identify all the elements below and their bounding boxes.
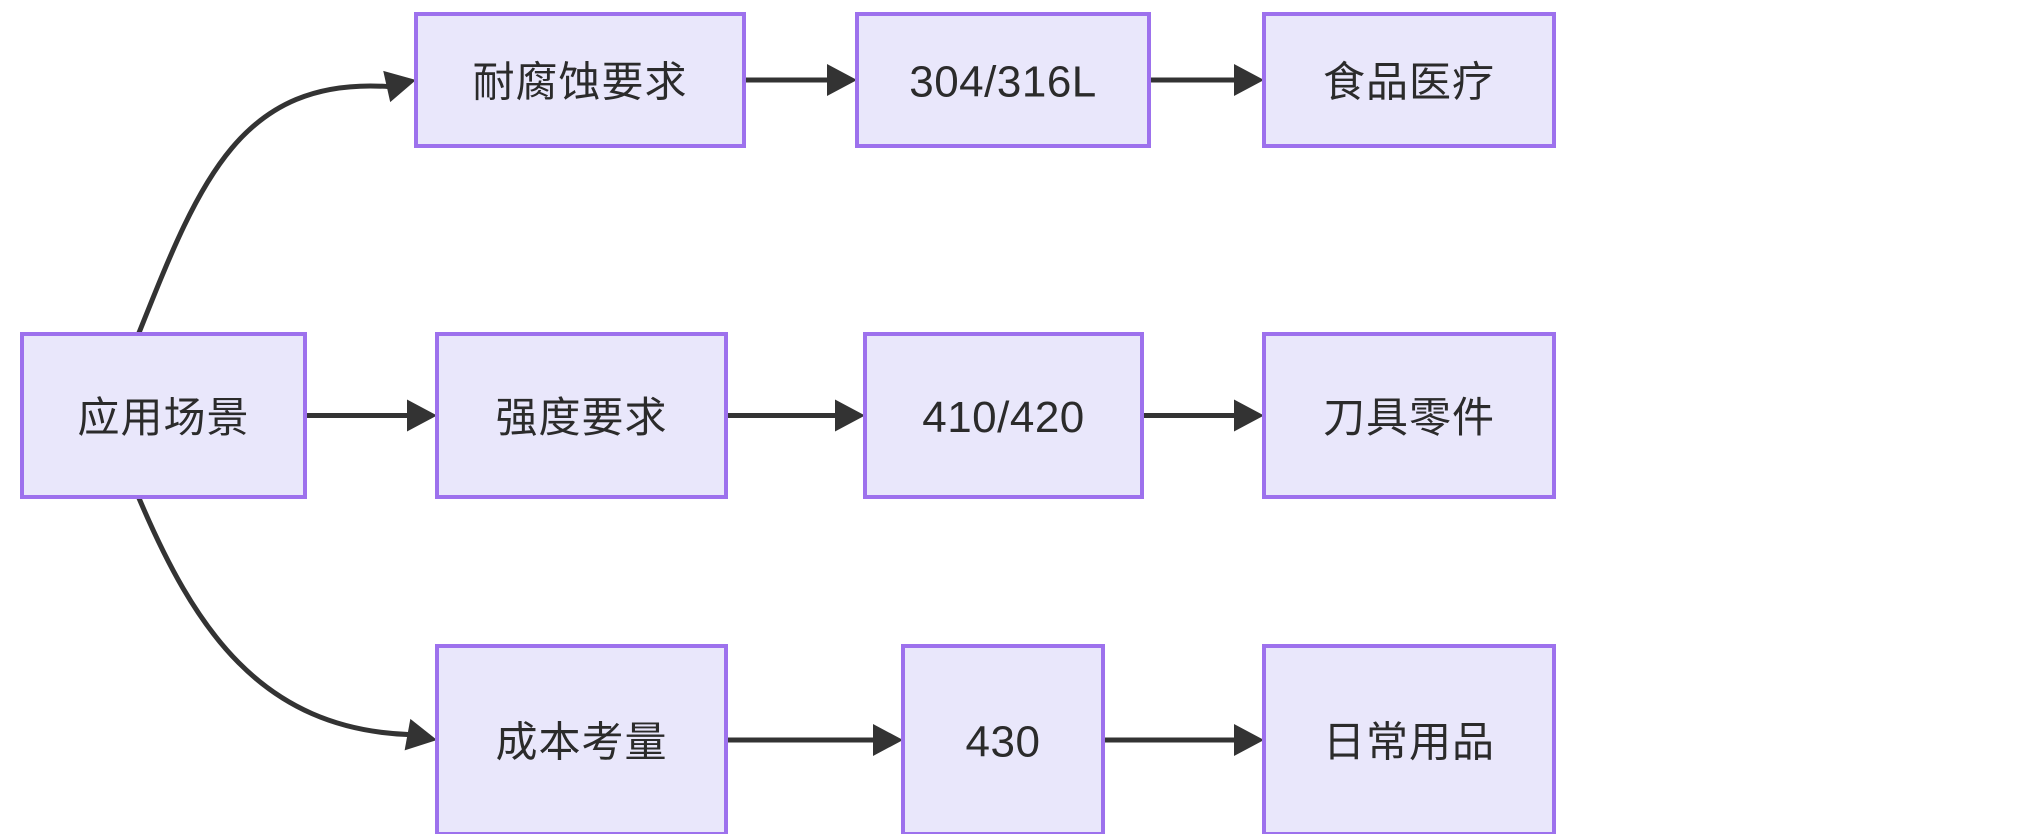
- edge-root-to-r2c1: [305, 399, 437, 432]
- node-box[interactable]: [855, 12, 1151, 148]
- arrowhead-icon: [873, 724, 903, 756]
- edge-r3c2-to-r3c3: [1103, 724, 1264, 756]
- node-box[interactable]: [1262, 644, 1556, 834]
- node-box[interactable]: [901, 644, 1105, 834]
- node-label: 刀具零件: [1323, 394, 1495, 441]
- arrowhead-icon: [404, 718, 437, 751]
- arrowhead-icon: [1234, 64, 1264, 96]
- edges-layer: [136, 64, 1264, 756]
- node-label: 应用场景: [77, 394, 249, 441]
- arrowhead-icon: [827, 64, 857, 96]
- node-r3c1[interactable]: 成本考量: [435, 644, 728, 834]
- node-r2c3[interactable]: 刀具零件: [1262, 332, 1556, 499]
- node-box[interactable]: [863, 332, 1144, 499]
- edge-r1c1-to-r1c2: [744, 64, 857, 96]
- node-r1c1[interactable]: 耐腐蚀要求: [414, 12, 746, 148]
- node-label: 耐腐蚀要求: [472, 59, 687, 106]
- node-box[interactable]: [1262, 332, 1556, 499]
- edge-line: [136, 496, 411, 738]
- node-box[interactable]: [20, 332, 307, 499]
- edge-r2c2-to-r2c3: [1142, 399, 1264, 432]
- arrowhead-icon: [835, 399, 865, 432]
- node-r2c1[interactable]: 强度要求: [435, 332, 728, 499]
- node-root[interactable]: 应用场景: [20, 332, 307, 499]
- node-label: 成本考量: [495, 719, 667, 766]
- edge-root-to-r1c1: [136, 70, 416, 335]
- edge-r1c2-to-r1c3: [1149, 64, 1264, 96]
- edge-r2c1-to-r2c2: [726, 399, 865, 432]
- arrowhead-icon: [407, 399, 437, 432]
- node-label: 430: [966, 718, 1041, 767]
- node-box[interactable]: [1262, 12, 1556, 148]
- node-label: 强度要求: [495, 394, 667, 441]
- node-box[interactable]: [414, 12, 746, 148]
- node-r1c3[interactable]: 食品医疗: [1262, 12, 1556, 148]
- arrowhead-icon: [1234, 399, 1264, 432]
- arrowhead-icon: [1234, 724, 1264, 756]
- edge-line: [136, 83, 390, 335]
- node-box[interactable]: [435, 332, 728, 499]
- node-r1c2[interactable]: 304/316L: [855, 12, 1151, 148]
- edge-root-to-r3c1: [136, 496, 437, 751]
- arrowhead-icon: [383, 70, 416, 103]
- node-r2c2[interactable]: 410/420: [863, 332, 1144, 499]
- node-label: 410/420: [922, 393, 1085, 442]
- node-box[interactable]: [435, 644, 728, 834]
- edge-r3c1-to-r3c2: [726, 724, 903, 756]
- node-label: 食品医疗: [1323, 59, 1495, 106]
- node-label: 304/316L: [909, 58, 1097, 107]
- node-r3c2[interactable]: 430: [901, 644, 1105, 834]
- node-label: 日常用品: [1323, 719, 1495, 766]
- node-r3c3[interactable]: 日常用品: [1262, 644, 1556, 834]
